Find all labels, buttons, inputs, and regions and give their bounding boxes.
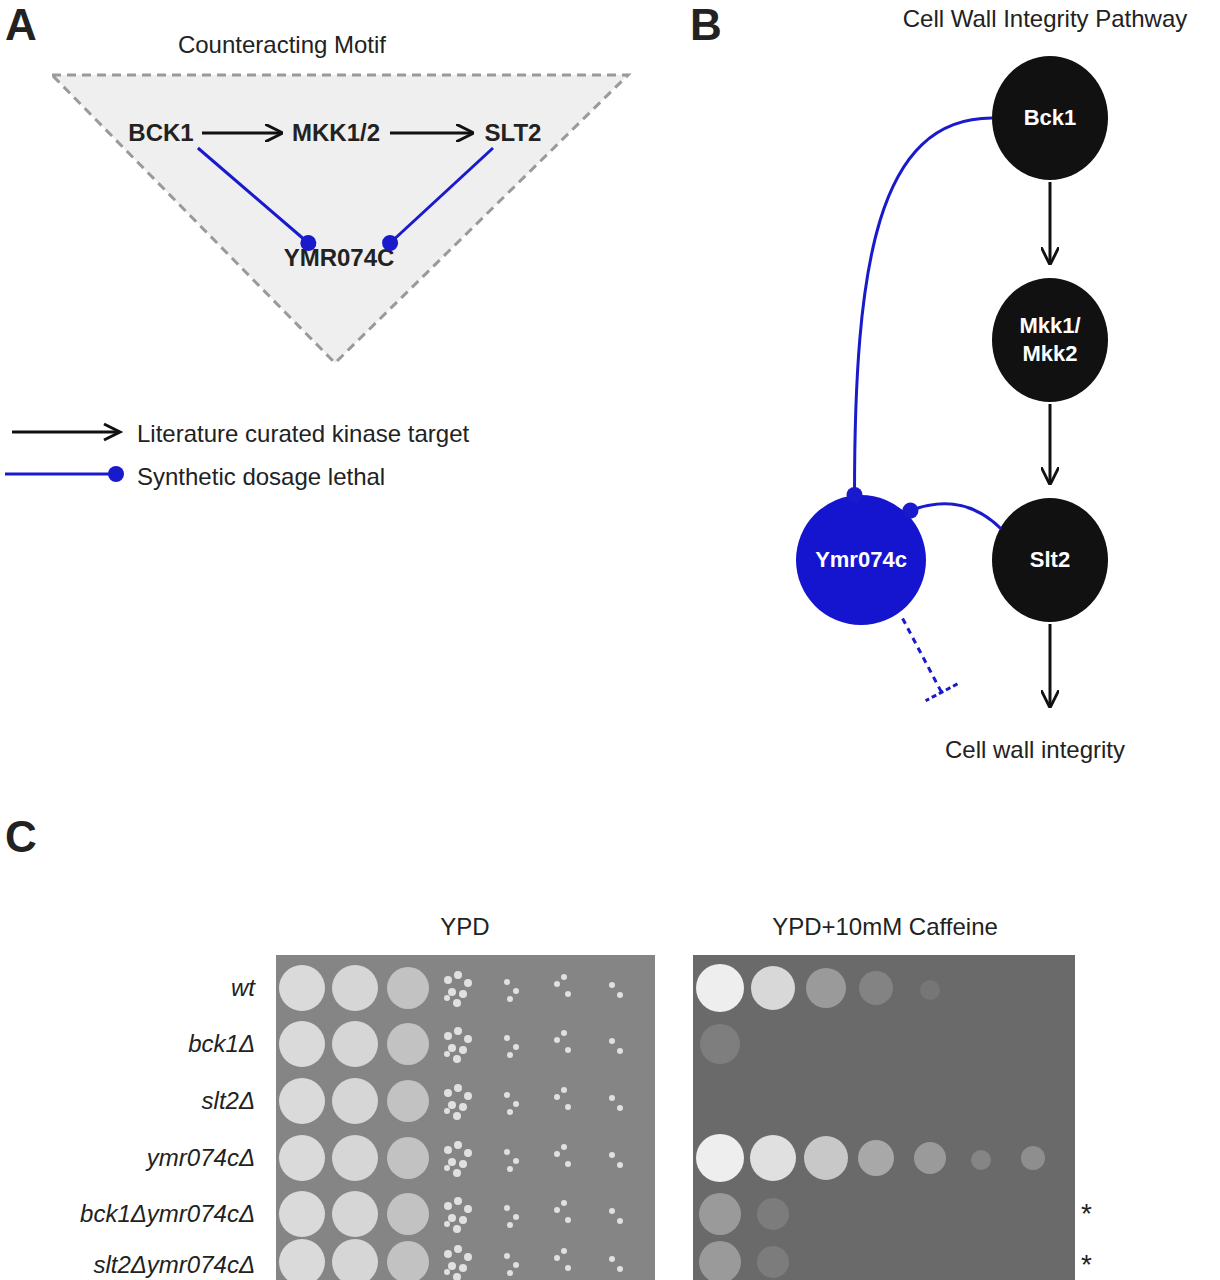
gene-label: YMR074C xyxy=(266,243,412,273)
node-text: Cell wall integrity xyxy=(945,735,1125,765)
kinase-ellipse: Mkk1/ Mkk2 xyxy=(992,278,1108,402)
strain-name: bck1Δymr074cΔ xyxy=(0,1200,255,1228)
node-text: BCK1 xyxy=(128,118,193,148)
kinase-arrow xyxy=(1049,182,1052,264)
legend-arrow-head xyxy=(104,424,120,440)
sdl-connector xyxy=(910,504,1001,529)
strain-name: slt2Δymr074cΔ xyxy=(0,1251,255,1279)
node-text: Slt2 xyxy=(1030,546,1070,574)
node-text: Bck1 xyxy=(1024,104,1077,132)
triangle-outline xyxy=(50,25,630,365)
gene-label: MKK1/2 xyxy=(282,118,390,148)
spot-row xyxy=(279,1191,623,1237)
spot-row xyxy=(279,965,623,1011)
gene-label: BCK1 xyxy=(120,118,202,148)
kinase-ellipse: Slt2 xyxy=(992,498,1108,622)
sdl-connector xyxy=(855,118,993,495)
triangle-shape xyxy=(52,75,628,363)
yeast-spot xyxy=(696,964,744,1012)
ellipse-shape xyxy=(992,56,1108,180)
panel-letter: A xyxy=(5,0,65,50)
legend-sdl-dot xyxy=(108,466,124,482)
spot-row xyxy=(279,1078,623,1124)
node-text: Mkk1/ Mkk2 xyxy=(1014,312,1086,368)
node-text: Ymr074c xyxy=(815,546,907,574)
gene-label: SLT2 xyxy=(473,118,553,148)
plate-heading: YPD+10mM Caffeine xyxy=(735,913,1035,941)
outcome-label: Cell wall integrity xyxy=(915,733,1155,767)
node-text: YMR074C xyxy=(284,243,395,273)
panel-letter: B xyxy=(690,0,750,50)
yeast-spot xyxy=(1021,1146,1045,1170)
yeast-spot xyxy=(858,1140,894,1176)
yeast-spot xyxy=(920,980,940,1000)
node-text: SLT2 xyxy=(485,118,542,148)
yeast-spot xyxy=(914,1142,946,1174)
spot-row xyxy=(279,1239,623,1280)
asterisk-mark: * xyxy=(1081,1200,1105,1228)
agar-plate xyxy=(276,955,655,1280)
asterisk-mark: * xyxy=(1081,1251,1105,1279)
plate-heading: YPD xyxy=(365,913,565,941)
yeast-spot xyxy=(750,1135,796,1181)
legend-sdl-sample xyxy=(5,473,112,476)
panel-letter: C xyxy=(5,812,65,862)
spot-row xyxy=(279,1021,623,1067)
yeast-spot xyxy=(859,971,893,1005)
yeast-spot xyxy=(757,1198,789,1230)
ellipse-outline xyxy=(992,278,1108,402)
inhibition-connector xyxy=(903,619,942,693)
strain-name: ymr074cΔ xyxy=(0,1144,255,1172)
motif-heading: Counteracting Motif xyxy=(50,31,514,59)
strain-name: slt2Δ xyxy=(0,1087,255,1115)
yeast-spot xyxy=(971,1150,991,1170)
yeast-spot xyxy=(751,966,795,1010)
node-text: MKK1/2 xyxy=(292,118,380,148)
legend-text: Literature curated kinase target xyxy=(137,420,469,448)
legend-text: Synthetic dosage lethal xyxy=(137,463,385,491)
pathway-title: Cell Wall Integrity Pathway xyxy=(860,5,1220,33)
yeast-spot xyxy=(700,1024,740,1064)
strain-name: bck1Δ xyxy=(0,1030,255,1058)
agar-plate xyxy=(693,955,1075,1280)
strain-name: wt xyxy=(0,974,255,1002)
yeast-spot xyxy=(806,968,846,1008)
ellipse-shape xyxy=(992,498,1108,622)
yeast-spot xyxy=(699,1193,741,1235)
yeast-spot xyxy=(699,1241,741,1280)
ellipse-shape xyxy=(796,495,926,625)
kinase-arrow xyxy=(1049,624,1052,707)
yeast-spot xyxy=(804,1136,848,1180)
motif-triangle: Counteracting MotifBCK1 MKK1/2 SLT2YMR074C xyxy=(50,25,630,365)
yeast-spot xyxy=(696,1134,744,1182)
protein-ellipse: Ymr074c xyxy=(796,495,926,625)
yeast-spot xyxy=(757,1246,789,1278)
kinase-ellipse: Bck1 xyxy=(992,56,1108,180)
spot-row xyxy=(279,1135,623,1181)
legend-arrow-sample xyxy=(12,431,118,434)
ellipse-shape xyxy=(992,278,1108,402)
kinase-arrow xyxy=(1049,404,1052,484)
